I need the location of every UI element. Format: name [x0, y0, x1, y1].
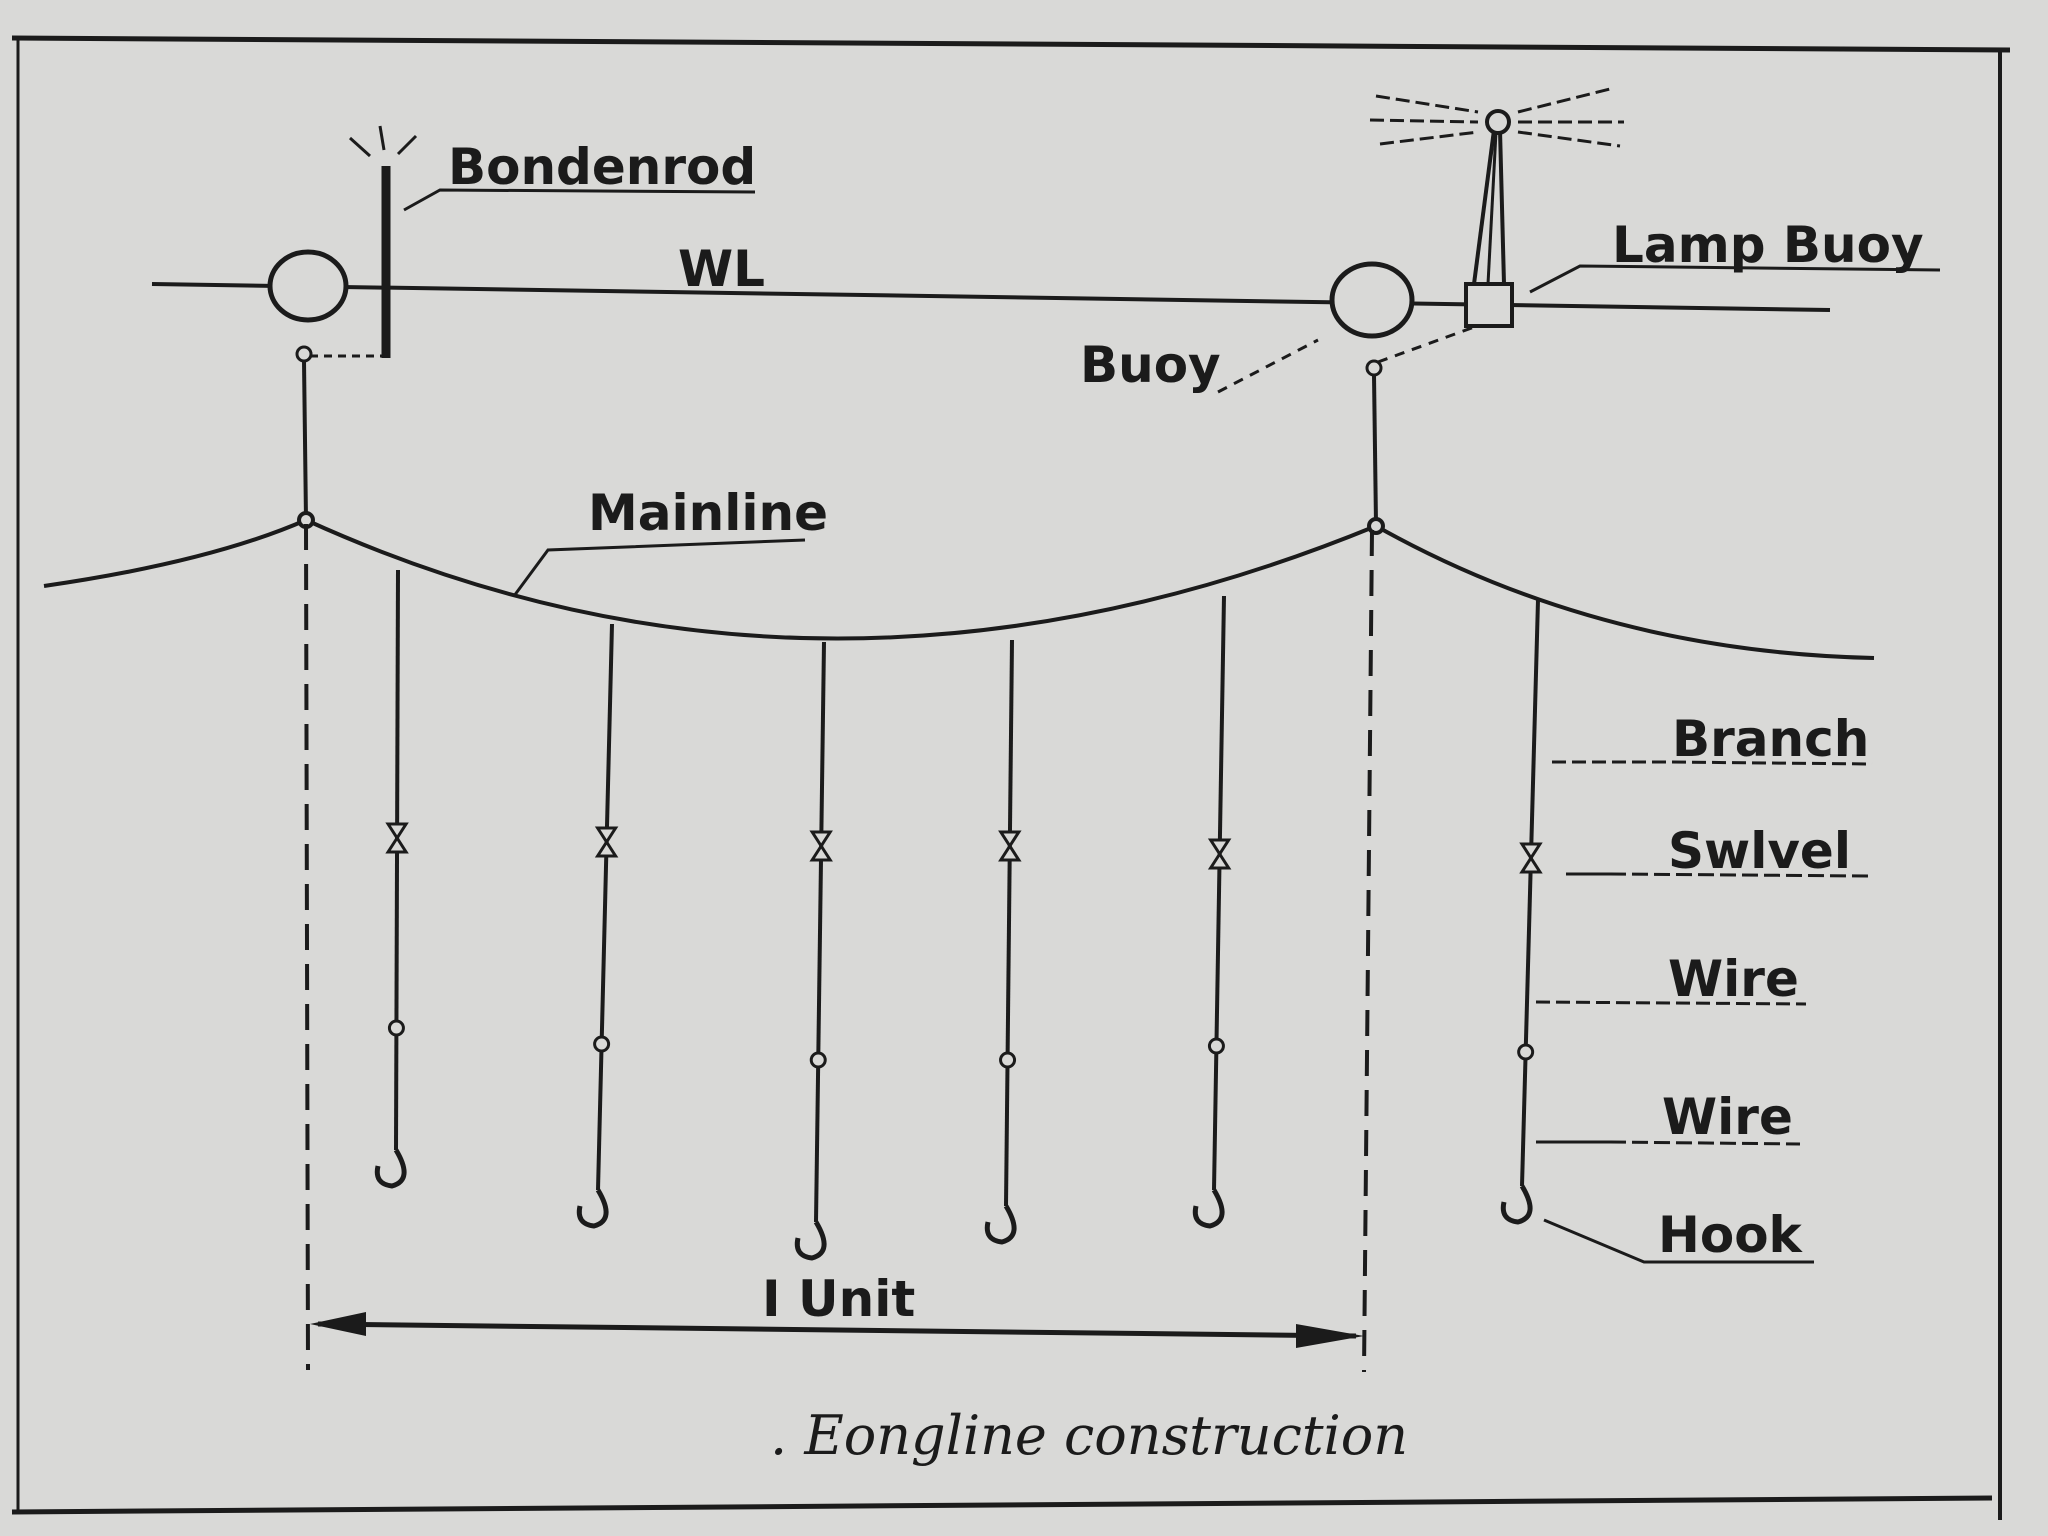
branch-label: Branch — [1672, 710, 1869, 768]
wire-lower-label: Wire — [1662, 1088, 1793, 1146]
swivel-icon — [809, 830, 833, 862]
branch-lines — [374, 569, 1543, 1261]
wire-knot — [999, 1051, 1017, 1069]
branch-line — [984, 639, 1022, 1245]
water-line — [151, 282, 1831, 312]
branch-line — [374, 569, 409, 1189]
hook-icon — [374, 1148, 407, 1189]
page-frame — [11, 35, 2011, 1520]
hook-icon — [794, 1220, 827, 1261]
hook-icon — [984, 1204, 1017, 1245]
buoy-label: Buoy — [1080, 336, 1221, 394]
swivel-label: Swlvel — [1668, 822, 1851, 880]
lamp-buoy-label: Lamp Buoy — [1612, 216, 1924, 274]
wire-upper-label: Wire — [1668, 950, 1799, 1008]
branch-line — [1500, 599, 1543, 1225]
hook-icon — [1192, 1188, 1225, 1229]
bondenrod-label: Bondenrod — [448, 138, 756, 196]
unit-dimension — [304, 523, 1374, 1373]
wire-knot — [1517, 1043, 1535, 1061]
branch-line — [1192, 595, 1232, 1229]
unit-label: I Unit — [762, 1270, 915, 1328]
wire-knot — [809, 1051, 827, 1069]
branch-line — [794, 641, 833, 1261]
right-buoy — [1217, 261, 1489, 525]
bondenrod — [348, 125, 756, 358]
lamp-buoy — [1369, 86, 1941, 328]
wire-knot — [593, 1035, 611, 1053]
hook-label: Hook — [1658, 1206, 1804, 1264]
mainline — [43, 511, 1875, 660]
label-leaders — [1535, 760, 1873, 1264]
swivel-icon — [1207, 838, 1232, 870]
water-line-label: WL — [678, 240, 765, 298]
swivel-icon — [594, 826, 619, 858]
wire-knot — [1207, 1037, 1225, 1055]
hook-icon — [1500, 1184, 1533, 1225]
left-buoy — [267, 249, 386, 521]
swivel-icon — [998, 830, 1022, 862]
swivel-icon — [1519, 842, 1543, 874]
wire-knot — [387, 1019, 405, 1037]
swivel-icon — [385, 822, 409, 854]
figure-caption: . Eongline construction — [770, 1404, 1408, 1467]
branch-line — [576, 623, 619, 1229]
hook-icon — [576, 1188, 609, 1229]
mainline-label: Mainline — [588, 484, 828, 542]
